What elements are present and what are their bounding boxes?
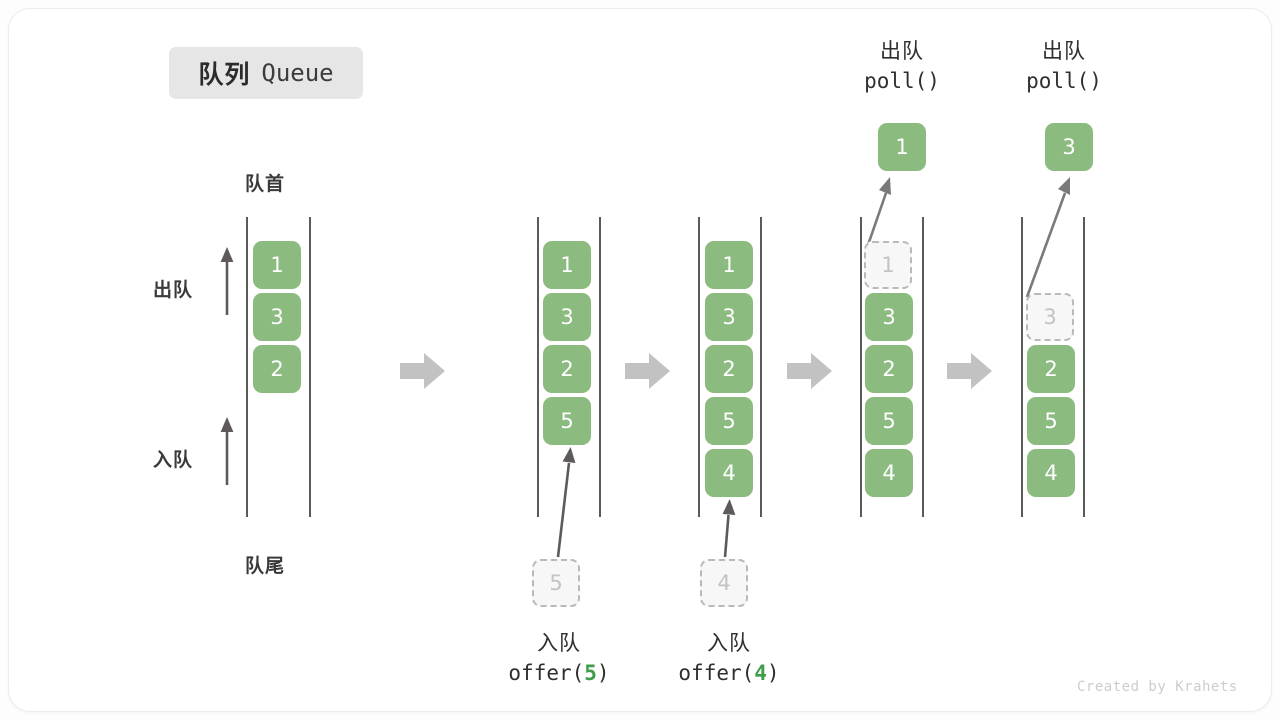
- panel-4-operation-label: 出队 poll(): [822, 37, 982, 98]
- panel-5-cell-0: 2: [1027, 345, 1075, 393]
- panel-4-cell-1: 2: [865, 345, 913, 393]
- panel-5-removed-cell: 3: [1026, 293, 1074, 341]
- panel-4-cell-0: 3: [865, 293, 913, 341]
- panel-5-operation-label: 出队 poll(): [984, 37, 1144, 98]
- panel-5-operation-code: poll(): [1026, 69, 1102, 94]
- panel-3-cell-3: 5: [705, 397, 753, 445]
- panel-2-incoming-cell: 5: [532, 559, 580, 607]
- credit-text: Created by Krahets: [1077, 679, 1238, 695]
- panel-2-cell-1: 3: [543, 293, 591, 341]
- flow-arrow-3-icon: [787, 353, 832, 389]
- flow-arrow-4-icon: [947, 353, 992, 389]
- panel-3-cell-4: 4: [705, 449, 753, 497]
- panel-1-rail-left: [246, 217, 248, 517]
- panel-2-cell-2: 2: [543, 345, 591, 393]
- panel-2-operation-cn: 入队: [537, 632, 581, 655]
- label-dequeue-side: 出队: [153, 280, 194, 301]
- panel-2-operation-code: offer(5): [479, 658, 639, 690]
- panel-2-operation-label: 入队 offer(5): [479, 629, 639, 690]
- flow-arrow-2-icon: [625, 353, 670, 389]
- panel-3-code-suffix: ): [766, 661, 780, 686]
- panel-4-dequeue-arrow-icon: [866, 177, 891, 246]
- panel-1-cell-1: 3: [253, 293, 301, 341]
- panel-4-cell-3: 4: [865, 449, 913, 497]
- panel-3-operation-code: offer(4): [649, 658, 809, 690]
- panel-4-rail-left: [860, 217, 862, 517]
- diagram-title-chip: 队列 Queue: [169, 47, 363, 99]
- panel-3-cell-0: 1: [705, 241, 753, 289]
- enqueue-direction-arrow-icon: [220, 417, 234, 485]
- panel-2-cell-3: 5: [543, 397, 591, 445]
- panel-1-cell-0: 1: [253, 241, 301, 289]
- dequeue-direction-arrow-icon: [220, 247, 234, 315]
- panel-2-code-suffix: ): [596, 661, 610, 686]
- panel-2-code-prefix: offer(: [508, 661, 585, 686]
- panel-5-operation-cn: 出队: [1042, 40, 1086, 63]
- panel-3-code-prefix: offer(: [678, 661, 755, 686]
- panel-4-cell-2: 5: [865, 397, 913, 445]
- label-enqueue-side: 入队: [153, 450, 194, 471]
- diagram-card: 队列 Queue 队首 队尾 出队 入队 1 3 2 1 3: [8, 8, 1272, 712]
- diagram-title-en: Queue: [261, 59, 334, 87]
- panel-1-cell-2: 2: [253, 345, 301, 393]
- panel-3-cell-2: 2: [705, 345, 753, 393]
- panel-3-rail-left: [698, 217, 700, 517]
- panel-5-cell-2: 4: [1027, 449, 1075, 497]
- panel-2-code-arg: 5: [584, 661, 597, 686]
- panel-2-rail-right: [599, 217, 601, 517]
- panel-3-operation-cn: 入队: [707, 632, 751, 655]
- panel-5-polled-cell: 3: [1045, 123, 1093, 171]
- panel-2-enqueue-arrow-icon: [556, 447, 576, 558]
- panel-4-removed-cell: 1: [864, 241, 912, 289]
- panel-4-polled-cell: 1: [878, 123, 926, 171]
- panel-5-cell-1: 5: [1027, 397, 1075, 445]
- label-rear: 队尾: [245, 556, 286, 577]
- panel-3-cell-1: 3: [705, 293, 753, 341]
- panel-3-rail-right: [760, 217, 762, 517]
- diagram-title-cn: 队列: [198, 61, 251, 89]
- panel-4-rail-right: [922, 217, 924, 517]
- panel-3-enqueue-arrow-icon: [722, 499, 736, 558]
- panel-5-rail-right: [1083, 217, 1085, 517]
- panel-5-rail-left: [1021, 217, 1023, 517]
- panel-2-rail-left: [537, 217, 539, 517]
- panel-4-operation-code: poll(): [864, 69, 940, 94]
- panel-1-rail-right: [309, 217, 311, 517]
- panel-3-operation-label: 入队 offer(4): [649, 629, 809, 690]
- panel-2-cell-0: 1: [543, 241, 591, 289]
- panel-3-code-arg: 4: [754, 661, 767, 686]
- panel-4-operation-cn: 出队: [880, 40, 924, 63]
- label-front: 队首: [245, 174, 286, 195]
- panel-3-incoming-cell: 4: [700, 559, 748, 607]
- flow-arrow-1-icon: [400, 353, 445, 389]
- panel-5-dequeue-arrow-icon: [1025, 177, 1070, 298]
